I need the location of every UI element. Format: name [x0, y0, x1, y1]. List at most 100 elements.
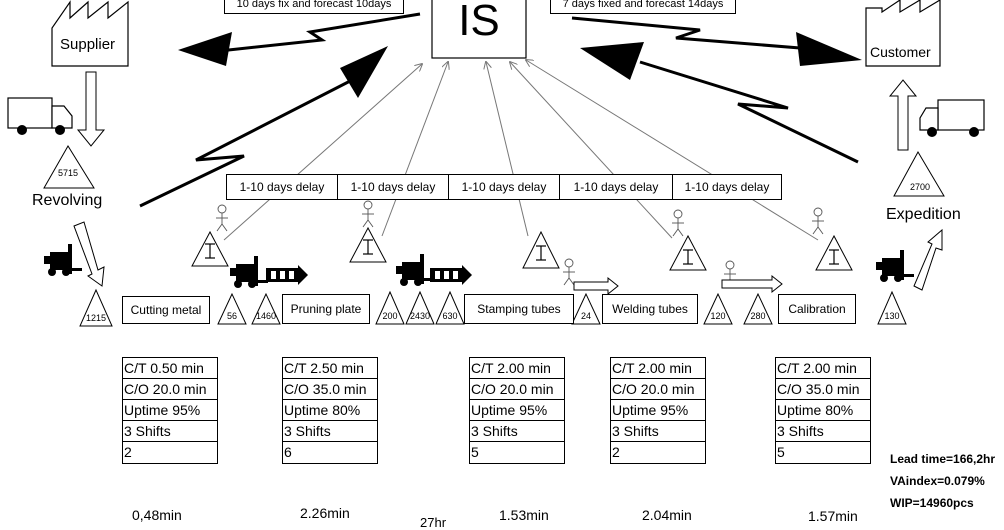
customer-truck-icon [919, 99, 985, 137]
supplier-schedule-text: 10 days fix and forecast 10days [236, 0, 392, 10]
hollow-push-arrows [573, 274, 783, 296]
cycle-time: C/T 0.50 min [123, 358, 217, 379]
cycle-time: C/T 2.00 min [776, 358, 870, 379]
delay-text: 1-10 days delay [573, 180, 659, 194]
delay-text: 1-10 days delay [350, 180, 436, 194]
delay-box: 1-10 days delay [672, 174, 782, 200]
supplier-schedule-box: 10 days fix and forecast 10days [224, 0, 404, 14]
changeover-time: C/O 20.0 min [123, 379, 217, 400]
process-name: Stamping tubes [477, 302, 561, 316]
data-box-calibration: C/T 2.00 min C/O 35.0 min Uptime 80% 3 S… [775, 357, 871, 464]
revolving-inventory: 5715 [58, 168, 79, 178]
expedition-inventory: 2700 [910, 182, 931, 192]
revolving-to-cutting-arrow [73, 221, 105, 287]
inventory-value: 280 [750, 311, 766, 321]
customer-ship-arrow [888, 79, 918, 151]
inventory-i-triangles [191, 226, 853, 271]
forklift-icons [44, 244, 914, 288]
supplier-ship-arrow [76, 71, 106, 147]
operators: 2 [612, 444, 620, 460]
data-box-cutting-metal: C/T 0.50 min C/O 20.0 min Uptime 95% 3 S… [122, 357, 218, 464]
supplier-factory-icon [51, 0, 129, 67]
push-arrows [266, 265, 472, 285]
data-box-pruning-plate: C/T 2.50 min C/O 35.0 min Uptime 80% 3 S… [282, 357, 378, 464]
summary-va-index: VAindex=0.079% [890, 474, 985, 488]
operators: 2 [124, 444, 132, 460]
inventory-value: 56 [226, 311, 237, 321]
inventory-i-letters [205, 239, 839, 265]
small-inventory-triangles [79, 288, 907, 327]
lead-time-bottom: 27hr [420, 515, 447, 530]
summary-lead-time: Lead time=166,2hr [890, 452, 996, 466]
delay-text: 1-10 days delay [239, 180, 325, 194]
operators: 6 [284, 444, 292, 460]
uptime: Uptime 80% [283, 400, 377, 421]
shifts: 3 Shifts [611, 421, 705, 442]
process-time: 2.26min [300, 505, 350, 521]
supplier-label: Supplier [60, 36, 116, 53]
process-name: Pruning plate [290, 302, 362, 316]
customer-label: Customer [870, 44, 931, 60]
shifts: 3 Shifts [123, 421, 217, 442]
shifts: 3 Shifts [776, 421, 870, 442]
to-expedition-arrow [913, 228, 943, 291]
process-box-pruning-plate: Pruning plate [282, 294, 370, 324]
delay-text: 1-10 days delay [684, 180, 770, 194]
delay-box: 1-10 days delay [559, 174, 673, 200]
process-time: 2.04min [642, 507, 692, 523]
electronic-info-arrow-customer-orders [580, 42, 859, 164]
is-label: IS [458, 0, 500, 45]
inventory-value: 630 [442, 311, 458, 321]
inventory-value: 2430 [409, 311, 431, 321]
uptime: Uptime 95% [611, 400, 705, 421]
operators: 5 [777, 444, 785, 460]
process-name: Calibration [788, 302, 846, 316]
inventory-value: 1215 [85, 313, 107, 323]
process-time: 1.53min [499, 507, 549, 523]
expedition-label: Expedition [886, 206, 961, 223]
data-box-stamping-tubes: C/T 2.00 min C/O 20.0 min Uptime 95% 3 S… [469, 357, 565, 464]
data-box-welding-tubes: C/T 2.00 min C/O 20.0 min Uptime 95% 3 S… [610, 357, 706, 464]
customer-factory-icon [865, 0, 941, 67]
summary-wip: WIP=14960pcs [890, 496, 974, 510]
delay-box: 1-10 days delay [337, 174, 449, 200]
schedule-arrows [223, 60, 819, 241]
delay-box: 1-10 days delay [226, 174, 338, 200]
expedition-inventory-triangle [893, 150, 945, 197]
inventory-value: 1460 [255, 311, 277, 321]
changeover-time: C/O 20.0 min [470, 379, 564, 400]
changeover-time: C/O 20.0 min [611, 379, 705, 400]
operators: 5 [471, 444, 479, 460]
customer-schedule-box: 7 days fixed and forecast 14days [550, 0, 736, 14]
process-box-cutting-metal: Cutting metal [122, 296, 210, 324]
revolving-label: Revolving [32, 192, 103, 209]
inventory-value: 130 [884, 311, 900, 321]
revolving-inventory-triangle [43, 145, 95, 189]
process-time: 1.57min [808, 508, 858, 524]
process-box-stamping-tubes: Stamping tubes [464, 294, 574, 324]
uptime: Uptime 95% [123, 400, 217, 421]
supplier-truck-icon [7, 97, 73, 135]
operator-figures [216, 200, 824, 288]
shifts: 3 Shifts [283, 421, 377, 442]
delay-box: 1-10 days delay [448, 174, 560, 200]
changeover-time: C/O 35.0 min [283, 379, 377, 400]
electronic-info-arrow-customer [571, 16, 862, 66]
is-box [431, 0, 527, 59]
process-name: Welding tubes [612, 302, 688, 316]
process-time: 0,48min [132, 507, 182, 523]
shifts: 3 Shifts [470, 421, 564, 442]
uptime: Uptime 95% [470, 400, 564, 421]
cycle-time: C/T 2.50 min [283, 358, 377, 379]
changeover-time: C/O 35.0 min [776, 379, 870, 400]
inventory-value: 200 [382, 311, 398, 321]
cycle-time: C/T 2.00 min [470, 358, 564, 379]
cycle-time: C/T 2.00 min [611, 358, 705, 379]
customer-schedule-text: 7 days fixed and forecast 14days [562, 0, 724, 10]
process-name: Cutting metal [130, 303, 202, 317]
delay-text: 1-10 days delay [461, 180, 547, 194]
process-box-welding-tubes: Welding tubes [602, 294, 698, 324]
electronic-info-arrow-supplier [178, 12, 421, 66]
electronic-info-arrow-production [139, 46, 388, 208]
inventory-value: 24 [580, 311, 591, 321]
